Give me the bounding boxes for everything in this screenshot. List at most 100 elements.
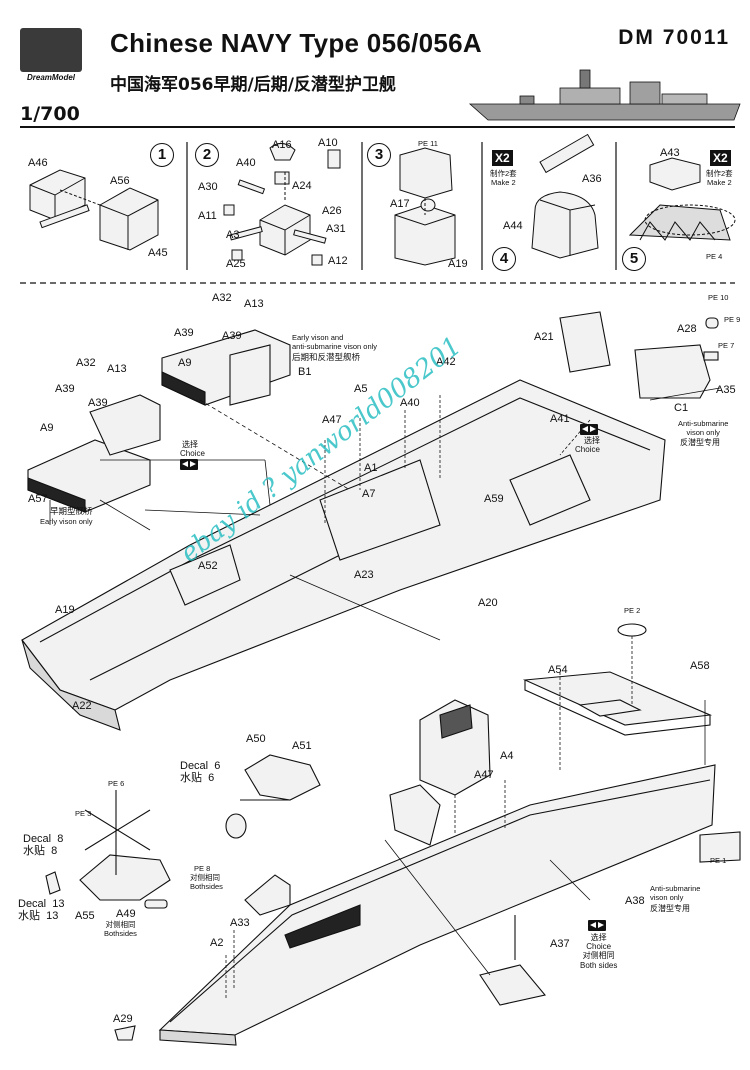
asw-note-cn: 反潜型专用 [650,904,690,913]
part-label: A31 [326,223,346,235]
part-label: A11 [198,210,217,222]
logo-text: DreamModel [26,73,75,82]
part-label: A41 [550,413,570,425]
part-label: A39 [222,330,242,342]
part-label: A25 [226,258,246,270]
part-label: A33 [230,917,250,929]
part-label: A30 [198,181,218,193]
part-label: A22 [72,700,92,712]
step-4-marker: 4 [492,247,516,271]
part-label: A16 [272,139,292,151]
part-label: A32 [212,292,232,304]
part-label: PE 10 [708,293,729,302]
part-label: A59 [484,493,504,505]
part-label: C1 [674,402,689,414]
part-label: A58 [690,660,710,672]
choice-label: Choice [575,445,600,454]
part-label: PE 4 [706,252,723,261]
part-label: A40 [236,157,256,169]
choice-label-cn: 选择 [182,440,198,449]
page-subtitle: 中国海军056早期/后期/反潜型护卫舰 [110,75,396,95]
logo-mark-icon [20,28,82,72]
part-label: A36 [582,173,602,185]
ship-silhouette [468,69,741,121]
late-bridge-note: Early vison and anti-submarine vison onl… [292,333,378,351]
part-label: A56 [110,175,130,187]
lower-hull-drawing [45,623,741,1046]
choice-both-sides-note: 选择 Choice 对侧相同 Both sides [580,933,618,970]
part-label: A44 [503,220,523,232]
part-label: A39 [88,397,108,409]
part-label: A45 [148,247,168,259]
part-label: A13 [244,298,264,310]
choice-label: Choice [180,449,205,458]
part-label: PE 6 [108,779,125,788]
part-label: PE 2 [624,606,641,615]
choice-arrows-icon [588,920,606,931]
part-label: B1 [298,366,312,378]
early-bridge-note-cn: 早期型舰桥 [50,506,93,516]
part-label: A35 [716,384,736,396]
part-label: A52 [198,560,218,572]
part-label: A47 [474,769,494,781]
scale-label: 1/700 [20,103,80,125]
step-5-marker: 5 [622,247,646,271]
upper-hull-drawing [21,311,719,731]
part-label: A19 [55,604,75,616]
part-label: A42 [436,356,456,368]
part-label: A55 [75,910,95,922]
part-label: A39 [55,383,75,395]
part-label: A37 [550,938,570,950]
part-label: PE 1 [710,856,727,865]
part-label: A26 [322,205,342,217]
page-title: Chinese NAVY Type 056/056A [110,28,482,58]
part-label: A50 [246,733,266,745]
part-label: PE 8 [194,864,211,873]
part-label: PE 7 [718,341,735,350]
part-label: A23 [354,569,374,581]
make2-badge: X2 [710,150,731,166]
part-label: A28 [677,323,697,335]
part-label: PE 11 [418,139,438,148]
early-bridge-note: Early vison only [40,517,93,526]
part-label: A39 [174,327,194,339]
asw-note-cn: 反潜型专用 [680,438,720,447]
part-label: A3 [226,229,240,241]
part-label: A49 [116,908,136,920]
decal-8-note: Decal 8 水贴 8 [23,833,64,858]
step-2-marker: 2 [195,143,219,167]
part-label: PE 9 [724,315,741,324]
part-label: A7 [362,488,376,500]
part-label: A13 [107,363,127,375]
decal-6-note: Decal 6 水贴 6 [180,760,221,785]
pe8-bothsides-note: 对侧相同 Bothsides [190,873,223,891]
part-label: A1 [364,462,378,474]
part-label: A46 [28,157,48,169]
part-label: A5 [354,383,368,395]
part-label: A29 [113,1013,133,1025]
step-1-marker: 1 [150,143,174,167]
part-label: A21 [534,331,554,343]
part-label: A9 [40,422,54,434]
a49-bothsides-note: 对侧相同 Bothsides [104,920,137,938]
part-label: A19 [448,258,468,270]
part-label: A9 [178,357,192,369]
part-label: A17 [390,198,410,210]
part-label: A43 [660,147,680,159]
part-label: A10 [318,137,338,149]
part-label: A38 [625,895,645,907]
choice-arrows-icon [580,424,598,435]
decal-13-note: Decal 13 水贴 13 [18,898,65,923]
part-label: A57 [28,493,48,505]
step-3-marker: 3 [367,143,391,167]
asw-note: Anti-submarine vison only [650,884,701,902]
late-bridge-note-cn: 后期和反潜型舰桥 [292,352,361,362]
part-label: A12 [328,255,348,267]
part-label: A2 [210,937,224,949]
make2-badge: X2 [492,150,513,166]
product-code: DM 70011 [618,26,730,49]
part-label: A47 [322,414,342,426]
